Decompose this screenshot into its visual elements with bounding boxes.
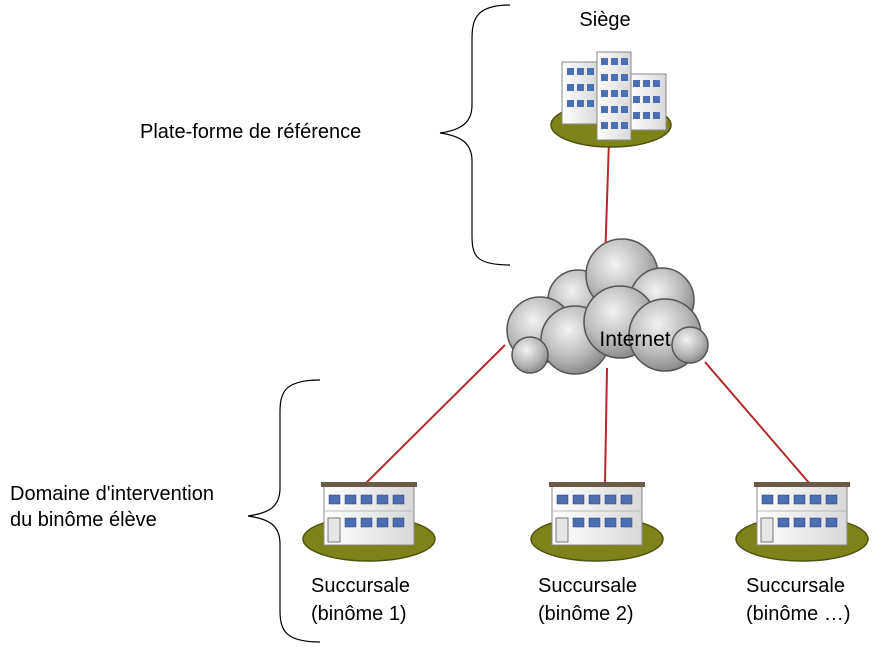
link-hq-internet [604,139,610,263]
branch-2-label-line2: (binôme 2) [538,603,634,625]
link-internet-branch-3 [704,361,811,485]
brace-reference-platform [439,4,511,266]
hq-buildings-icon [550,51,672,148]
link-internet-branch-1 [364,344,506,485]
link-lines [364,139,811,485]
branch-building-icon-1 [302,481,436,562]
branch-2-label-line1: Succursale [538,575,637,597]
internet-label: Internet [599,328,671,351]
branch-1-label-line2: (binôme 1) [311,603,407,625]
student-domain-label-line1: Domaine d'intervention [10,483,214,505]
hq-label: Siège [579,9,631,31]
link-internet-branch-2 [604,367,608,485]
branch-building-icon-3 [735,481,869,562]
branch-3-label-line1: Succursale [746,575,845,597]
branch-1-label-line1: Succursale [311,575,410,597]
internet-cloud-icon [506,238,709,375]
branch-3-label-line2: (binôme …) [746,603,851,625]
brace-student-domain [247,379,321,643]
branch-building-icon-2 [530,481,664,562]
reference-platform-label: Plate-forme de référence [140,121,362,143]
student-domain-label-line2: du binôme élève [10,509,157,531]
